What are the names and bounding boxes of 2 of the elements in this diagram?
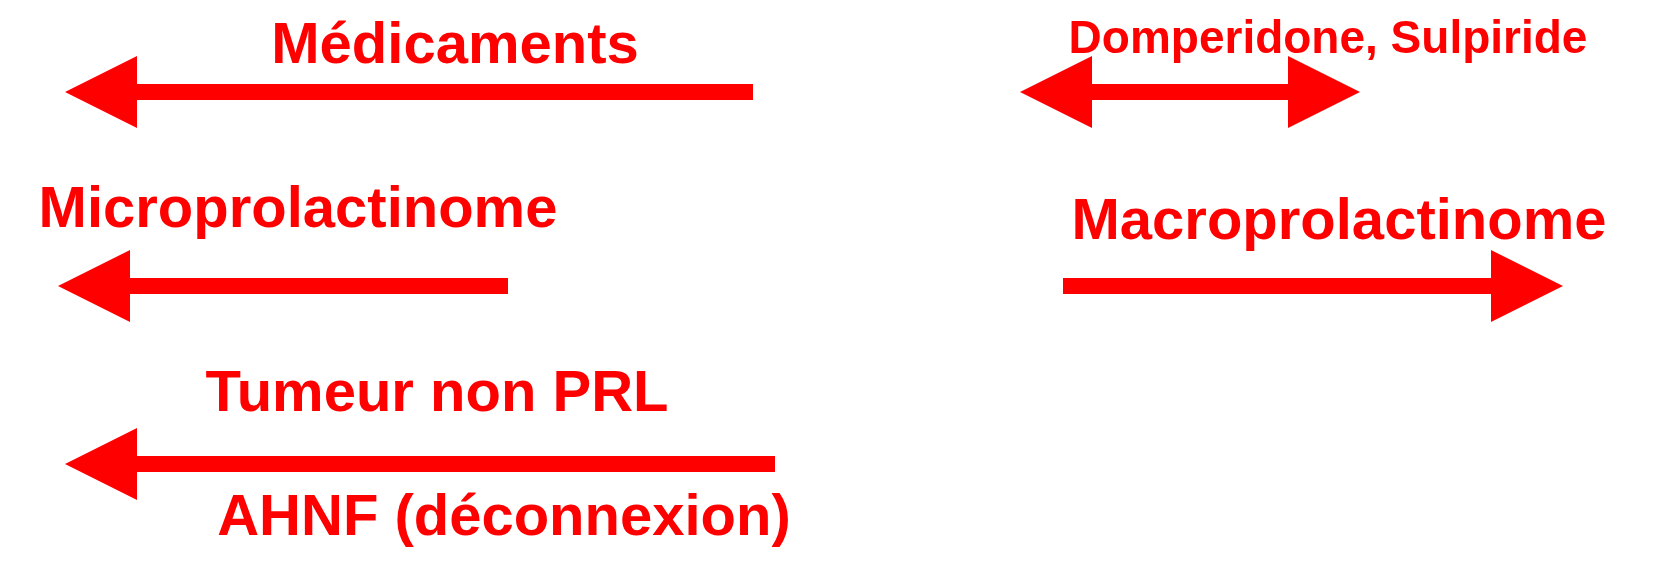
arrow-label: Tumeur non PRL: [205, 362, 669, 420]
arrow-label: Médicaments: [271, 14, 639, 72]
